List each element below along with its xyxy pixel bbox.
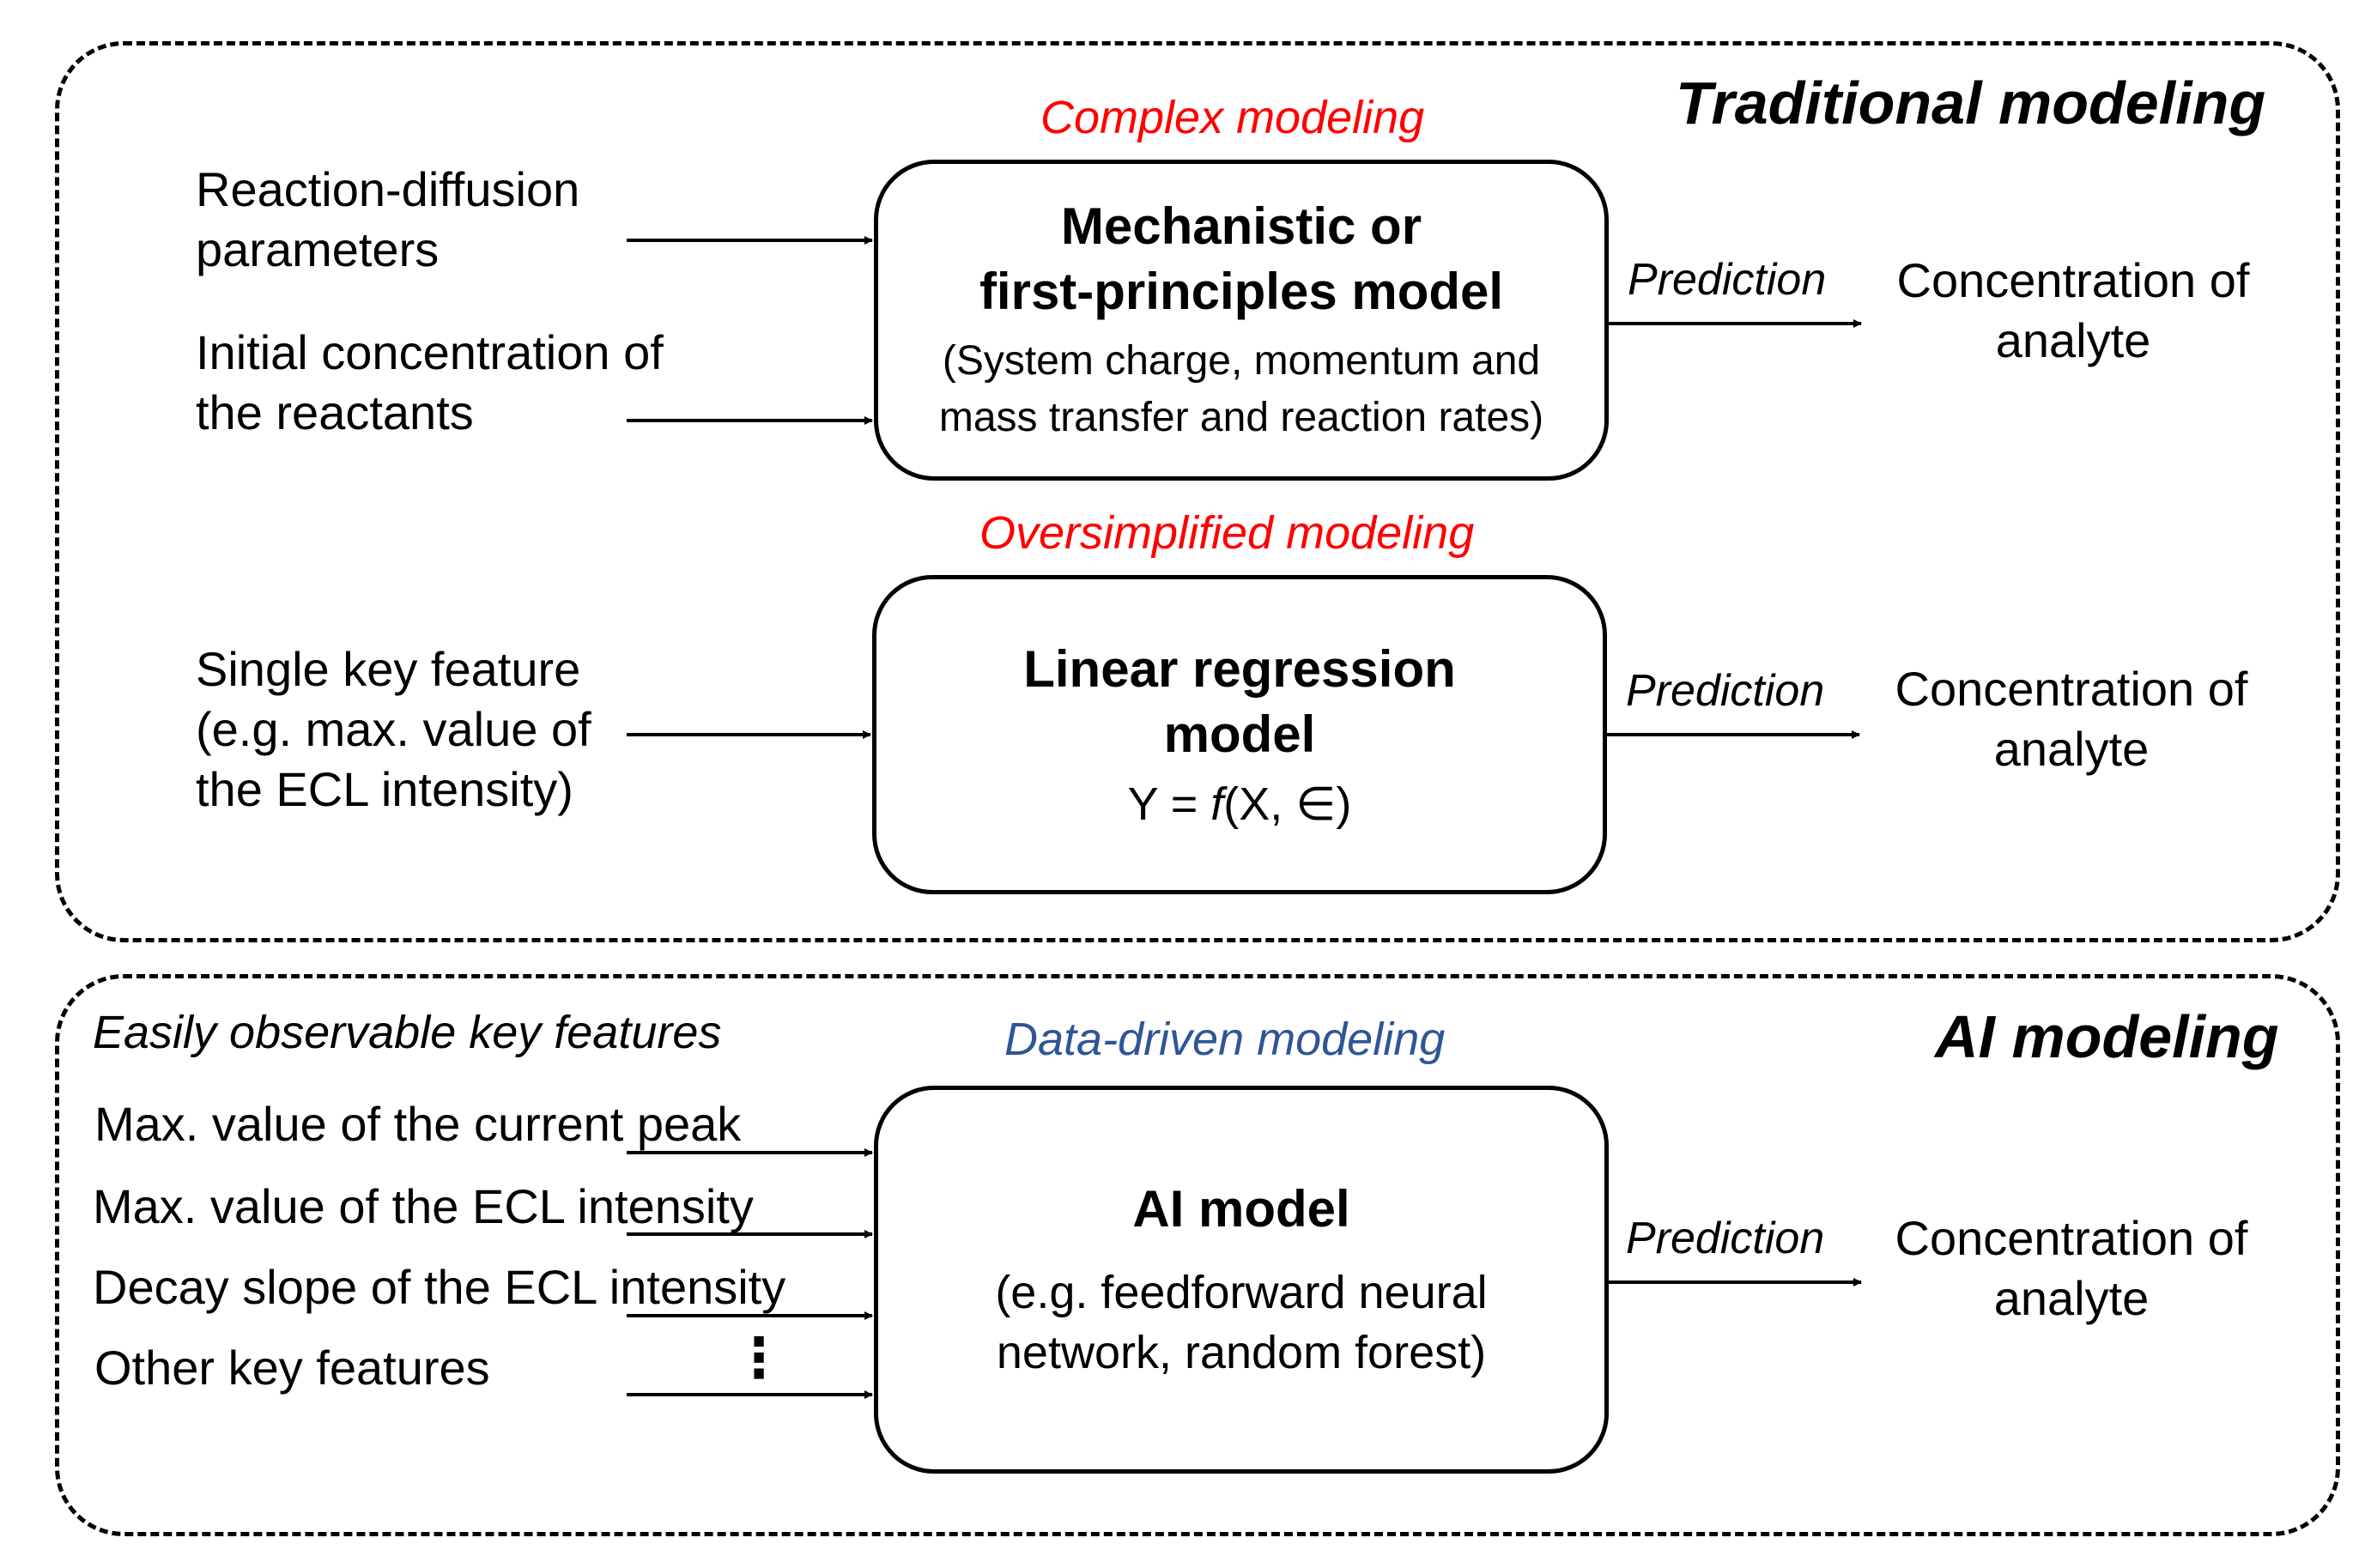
mechanistic-model-box: Mechanistic or first-principles model (S… (874, 160, 1609, 481)
mechanistic-model-title: Mechanistic or first-principles model (979, 197, 1504, 320)
ai-features-heading: Easily observable key features (93, 1007, 722, 1058)
linear-regression-equation: Y = f(X, ∈) (1127, 778, 1352, 830)
ai-feature-other: Other key features (94, 1341, 490, 1395)
mechanistic-output: Concentration of analyte (1896, 253, 2250, 367)
linear-output: Concentration of analyte (1895, 662, 2248, 776)
ai-feature-ecl-max: Max. value of the ECL intensity (93, 1179, 754, 1233)
input-reaction-diffusion: Reaction-diffusion parameters (196, 162, 580, 276)
input-single-key-feature: Single key feature (e.g. max. value of t… (196, 642, 591, 816)
ai-model-subtitle: (e.g. feedforward neural network, random… (995, 1267, 1488, 1378)
ai-output: Concentration of analyte (1895, 1211, 2248, 1325)
complex-modeling-annotation: Complex modeling (1040, 92, 1425, 143)
data-driven-modeling-annotation: Data-driven modeling (1004, 1014, 1446, 1065)
linear-prediction-label: Prediction (1626, 666, 1825, 716)
mechanistic-prediction-label: Prediction (1628, 255, 1827, 305)
ai-model-title: AI model (1132, 1180, 1350, 1238)
ai-feature-decay-slope: Decay slope of the ECL intensity (93, 1260, 786, 1314)
ai-feature-current-peak: Max. value of the current peak (94, 1097, 742, 1151)
more-features-ellipsis: ⋮ (731, 1327, 786, 1389)
ai-modeling-panel (55, 974, 2340, 1536)
traditional-panel-title: Traditional modeling (1676, 70, 2266, 136)
linear-regression-title: Linear regression model (1023, 640, 1456, 763)
ai-panel-title: AI modeling (1935, 1003, 2279, 1070)
input-initial-concentration: Initial concentration of the reactants (196, 325, 664, 439)
ai-prediction-label: Prediction (1626, 1214, 1825, 1263)
mechanistic-model-subtitle: (System charge, momentum and mass transf… (938, 338, 1544, 440)
ai-model-box: AI model (e.g. feedforward neural networ… (874, 1086, 1609, 1474)
linear-regression-box: Linear regression model Y = f(X, ∈) (872, 575, 1607, 894)
traditional-modeling-panel (55, 41, 2340, 942)
oversimplified-modeling-annotation: Oversimplified modeling (979, 507, 1475, 559)
